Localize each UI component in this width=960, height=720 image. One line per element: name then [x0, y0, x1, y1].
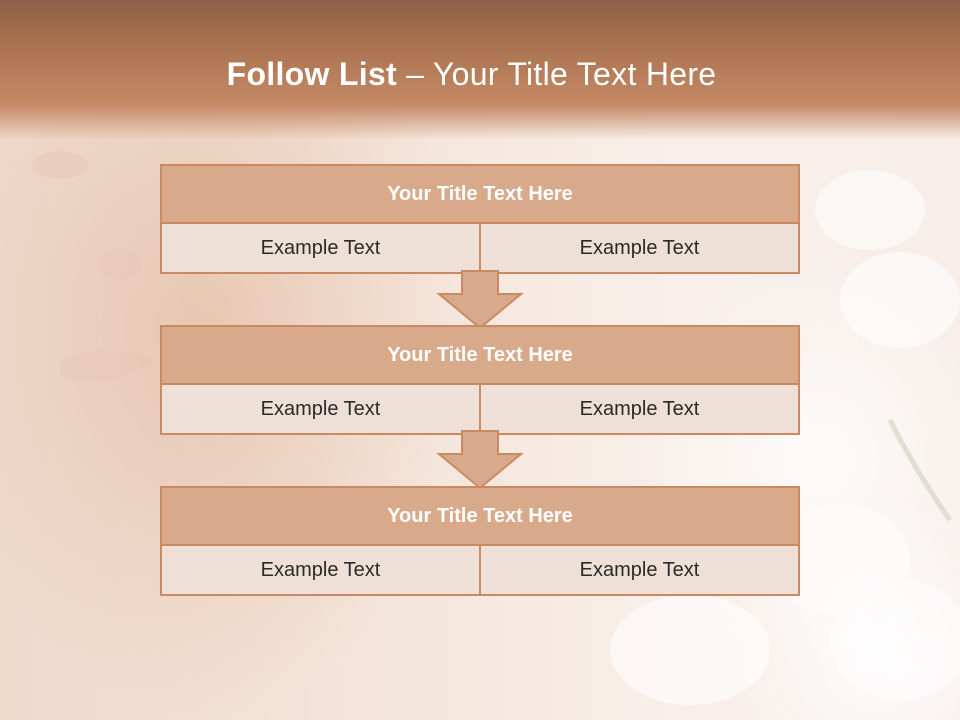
block-row: Example Text Example Text	[162, 546, 798, 594]
slide-title-bold: Follow List	[226, 56, 397, 92]
block-title[interactable]: Your Title Text Here	[162, 327, 798, 385]
header-band	[0, 0, 960, 140]
list-block-3[interactable]: Your Title Text Here Example Text Exampl…	[160, 486, 800, 596]
block-row: Example Text Example Text	[162, 385, 798, 433]
list-block-1[interactable]: Your Title Text Here Example Text Exampl…	[160, 164, 800, 274]
block-title[interactable]: Your Title Text Here	[162, 488, 798, 546]
block-cell-right[interactable]: Example Text	[479, 385, 798, 433]
block-cell-left[interactable]: Example Text	[162, 385, 479, 433]
slide-title-rest: – Your Title Text Here	[397, 56, 717, 92]
block-cell-left[interactable]: Example Text	[162, 224, 479, 272]
block-cell-right[interactable]: Example Text	[479, 224, 798, 272]
down-arrow-icon	[436, 270, 524, 330]
slide-title: Follow List – Your Title Text Here	[0, 56, 943, 93]
block-title[interactable]: Your Title Text Here	[162, 166, 798, 224]
down-arrow-icon	[436, 430, 524, 490]
list-block-2[interactable]: Your Title Text Here Example Text Exampl…	[160, 325, 800, 435]
block-row: Example Text Example Text	[162, 224, 798, 272]
block-cell-right[interactable]: Example Text	[479, 546, 798, 594]
block-cell-left[interactable]: Example Text	[162, 546, 479, 594]
